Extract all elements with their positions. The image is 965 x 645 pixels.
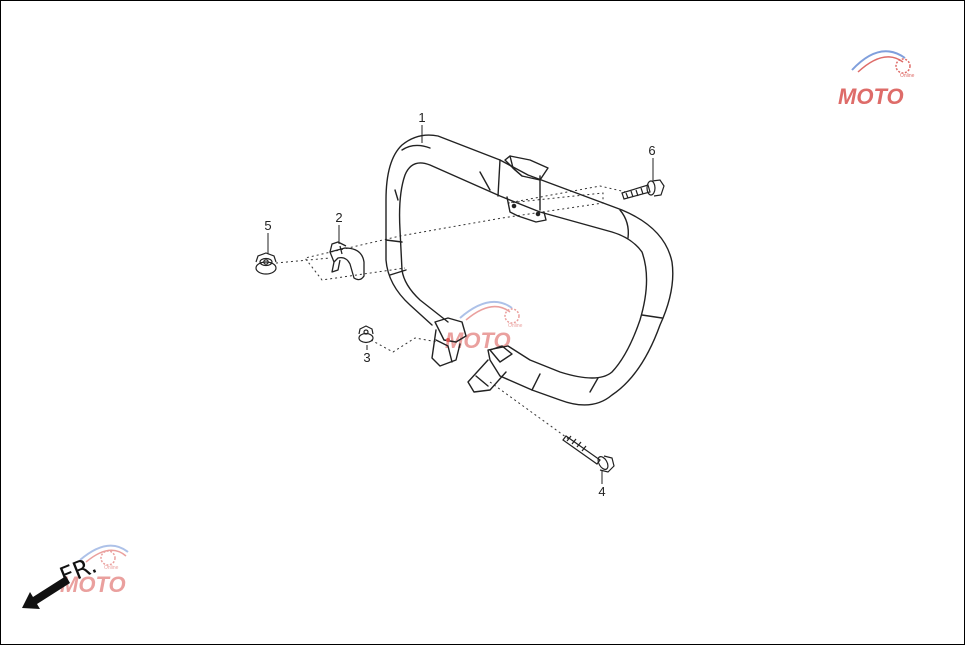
watermark-tagline: Online [900, 73, 915, 79]
flange-nut-part-5 [255, 252, 277, 275]
callout-4: 4 [598, 484, 605, 499]
watermark-center: MOTO Online [445, 300, 523, 353]
callout-2: 2 [335, 210, 342, 225]
callout-5: 5 [264, 218, 271, 233]
crash-bar-frame [385, 134, 674, 406]
callout-6: 6 [648, 143, 655, 158]
assembly-lines [275, 185, 627, 441]
bolt-part-6 [621, 179, 665, 200]
front-direction-arrow-icon [22, 576, 70, 609]
svg-text:Online: Online [104, 565, 119, 571]
watermark-top-right: MOTO Online [838, 50, 915, 109]
svg-text:MOTO: MOTO [60, 572, 126, 597]
callout-1: 1 [418, 110, 425, 125]
svg-text:MOTO: MOTO [445, 328, 511, 353]
watermark-bottom-left: MOTO Online [60, 544, 129, 597]
leader-lines [267, 125, 654, 484]
svg-text:Online: Online [508, 323, 523, 329]
clamp-part-2 [329, 241, 365, 281]
watermark-brand: MOTO [838, 84, 904, 109]
callout-3: 3 [363, 350, 370, 365]
bolt-part-4 [562, 435, 615, 473]
nut-part-3 [358, 325, 374, 344]
